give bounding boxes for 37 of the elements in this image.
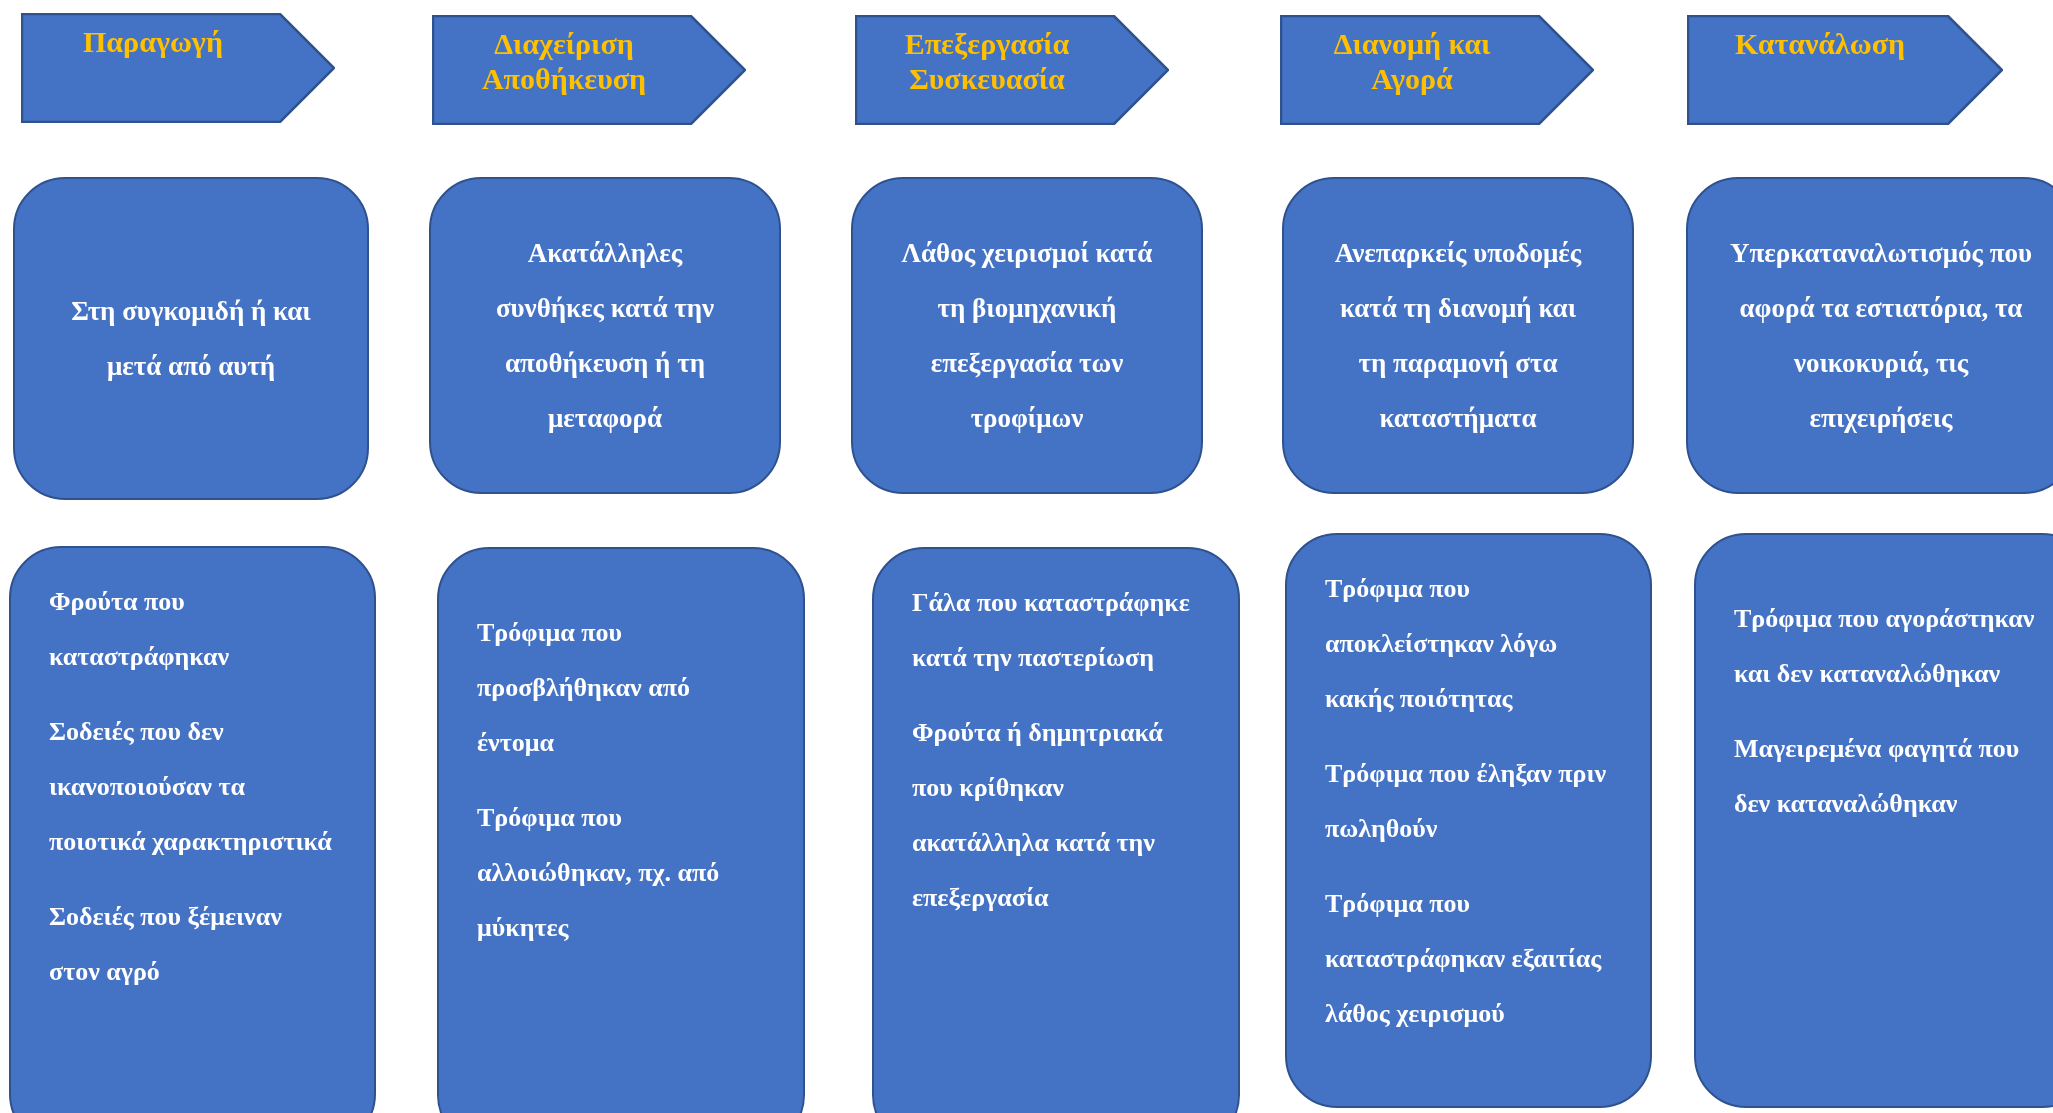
stage-arrow <box>21 13 335 123</box>
stage-arrow <box>432 15 746 125</box>
stage-arrow <box>855 15 1169 125</box>
stage-title: Διαχείριση Αποθήκευση <box>480 27 648 96</box>
stage-title: Διανομή και Αγορά <box>1332 27 1492 96</box>
examples-box <box>9 546 376 1113</box>
example-text: Σοδειές που ξέμειναν στον αγρό <box>49 901 283 988</box>
stage-arrow <box>1687 15 2003 125</box>
stage-title: Κατανάλωση <box>1734 27 1906 62</box>
examples-box <box>872 547 1240 1113</box>
cause-text: Στη συγκομιδή ή και μετά από αυτή <box>70 294 312 383</box>
cause-text: Ακατάλληλες συνθήκες κατά την αποθήκευση ή τη μεταφορά <box>494 236 716 435</box>
stage-arrow <box>1280 15 1594 125</box>
examples-box <box>437 547 805 1113</box>
example-text: Τρόφιμα που καταστράφηκαν εξαιτίας λάθος χειρισμού <box>1325 888 1603 1030</box>
example-text: Φρούτα ή δημητριακά που κρίθηκαν ακατάλληλα κατά την επεξεργασία <box>912 717 1164 914</box>
example-text: Τρόφιμα που αποκλείστηκαν λόγω κακής ποιότητας <box>1325 573 1559 715</box>
examples-box <box>1285 533 1652 1108</box>
example-text: Μαγειρεμένα φαγητά που δεν καταναλώθηκαν <box>1734 733 2021 820</box>
cause-text: Λάθος χειρισμοί κατά τη βιομηχανική επεξεργασία των τροφίμων <box>900 236 1154 435</box>
cause-text: Υπερκαταναλωτισμός που αφορά τα εστιατόρια, τα νοικοκυριά, τις επιχειρήσεις <box>1729 236 2033 435</box>
examples-box <box>1694 533 2053 1108</box>
cause-box <box>851 177 1203 494</box>
cause-box <box>1282 177 1634 494</box>
example-text: Τρόφιμα που προσβλήθηκαν από έντομα <box>477 617 691 759</box>
example-text: Φρούτα που καταστράφηκαν <box>49 586 231 673</box>
cause-text: Ανεπαρκείς υποδομές κατά τη διανομή και τη παραμονή στα καταστήματα <box>1333 236 1583 435</box>
cause-box <box>13 177 369 500</box>
cause-box <box>429 177 781 494</box>
example-text: Τρόφιμα που αγοράστηκαν και δεν καταναλώθηκαν <box>1734 603 2036 690</box>
stage-title: Παραγωγή <box>83 25 223 60</box>
example-text: Τρόφιμα που έληξαν πριν πωληθούν <box>1325 758 1608 845</box>
example-text: Σοδειές που δεν ικανοποιούσαν τα ποιοτικά χαρακτηριστικά <box>49 716 332 858</box>
cause-box <box>1686 177 2053 494</box>
example-text: Γάλα που καταστράφηκε κατά την παστερίωση <box>912 587 1191 674</box>
example-text: Τρόφιμα που αλλοιώθηκαν, πχ. από μύκητες <box>477 802 721 944</box>
stage-title: Επεξεργασία Συσκευασία <box>903 27 1071 96</box>
